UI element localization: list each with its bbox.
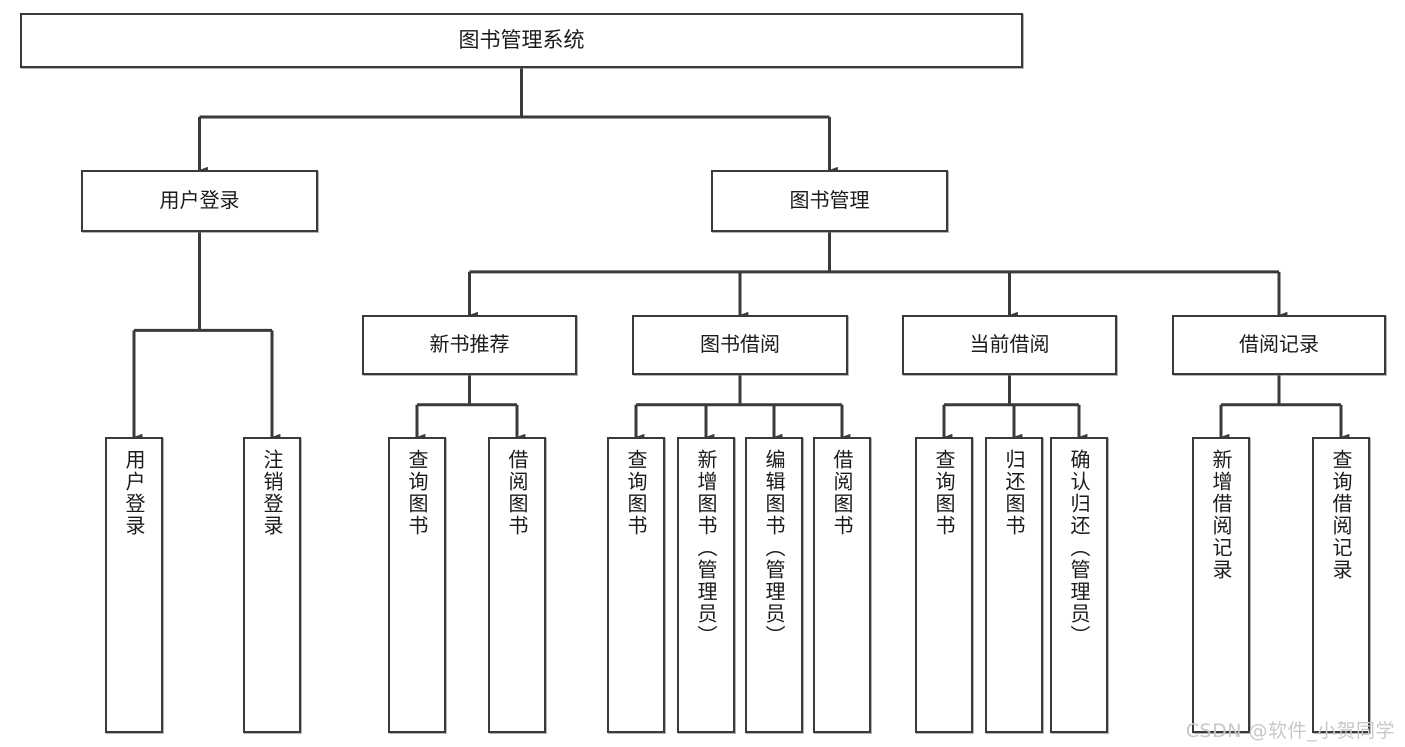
node-borrow-record-label: 借阅记录 bbox=[1239, 332, 1319, 357]
node-book-manage-label: 图书管理 bbox=[789, 188, 870, 213]
node-leaf-confirm-return-label: 确认归还（管理员） bbox=[1067, 449, 1091, 647]
node-leaf-query-record-label: 查询借阅记录 bbox=[1329, 449, 1353, 581]
node-leaf-add-book[interactable]: 新增图书（管理员） bbox=[677, 437, 735, 733]
node-leaf-confirm-return[interactable]: 确认归还（管理员） bbox=[1050, 437, 1108, 733]
node-current-borrow[interactable]: 当前借阅 bbox=[902, 315, 1117, 375]
node-leaf-add-record[interactable]: 新增借阅记录 bbox=[1192, 437, 1250, 733]
node-user-login-label: 用户登录 bbox=[159, 188, 240, 213]
node-leaf-query-book-3[interactable]: 查询图书 bbox=[915, 437, 973, 733]
node-leaf-query-book-2-label: 查询图书 bbox=[624, 449, 648, 537]
node-leaf-query-book-1-label: 查询图书 bbox=[405, 449, 429, 537]
node-leaf-return-book[interactable]: 归还图书 bbox=[985, 437, 1043, 733]
node-borrow-record[interactable]: 借阅记录 bbox=[1172, 315, 1386, 375]
node-leaf-add-record-label: 新增借阅记录 bbox=[1209, 449, 1233, 581]
node-book-borrow-label: 图书借阅 bbox=[700, 332, 780, 357]
node-leaf-query-book-3-label: 查询图书 bbox=[932, 449, 956, 537]
node-leaf-edit-book-label: 编辑图书（管理员） bbox=[762, 449, 786, 647]
node-current-borrow-label: 当前借阅 bbox=[969, 332, 1050, 357]
node-user-login[interactable]: 用户登录 bbox=[81, 170, 318, 232]
node-leaf-query-book-1[interactable]: 查询图书 bbox=[388, 437, 446, 733]
node-leaf-borrow-book-2-label: 借阅图书 bbox=[830, 449, 854, 537]
node-book-borrow[interactable]: 图书借阅 bbox=[632, 315, 848, 375]
node-leaf-user-login[interactable]: 用户登录 bbox=[105, 437, 163, 733]
node-leaf-user-login-label: 用户登录 bbox=[122, 449, 146, 537]
node-new-book-recommend-label: 新书推荐 bbox=[429, 332, 510, 357]
node-leaf-borrow-book-1[interactable]: 借阅图书 bbox=[488, 437, 546, 733]
csdn-watermark: CSDN @软件_小贺同学 bbox=[1185, 720, 1395, 742]
node-leaf-borrow-book-1-label: 借阅图书 bbox=[505, 449, 529, 537]
node-leaf-user-logout-label: 注销登录 bbox=[260, 449, 284, 537]
node-leaf-query-record[interactable]: 查询借阅记录 bbox=[1312, 437, 1370, 733]
node-root-system[interactable]: 图书管理系统 bbox=[20, 13, 1023, 68]
node-leaf-user-logout[interactable]: 注销登录 bbox=[243, 437, 301, 733]
node-leaf-query-book-2[interactable]: 查询图书 bbox=[607, 437, 665, 733]
node-leaf-return-book-label: 归还图书 bbox=[1002, 449, 1026, 537]
node-leaf-edit-book[interactable]: 编辑图书（管理员） bbox=[745, 437, 803, 733]
node-new-book-recommend[interactable]: 新书推荐 bbox=[362, 315, 577, 375]
node-root-system-label: 图书管理系统 bbox=[458, 28, 585, 53]
node-leaf-borrow-book-2[interactable]: 借阅图书 bbox=[813, 437, 871, 733]
node-book-manage[interactable]: 图书管理 bbox=[711, 170, 948, 232]
node-leaf-add-book-label: 新增图书（管理员） bbox=[694, 449, 718, 647]
